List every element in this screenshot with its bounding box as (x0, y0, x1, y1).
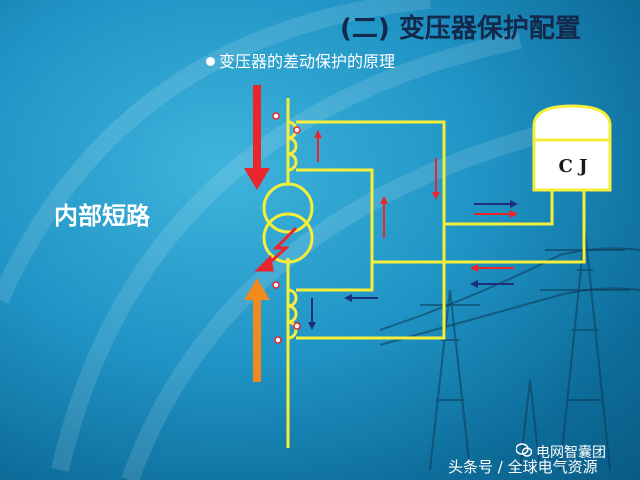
secondary-wiring (296, 120, 586, 340)
bullet-subtitle: 变压器的差动保护的原理 (206, 48, 395, 72)
subtitle-text: 变压器的差动保护的原理 (219, 52, 396, 71)
relay-icon (532, 104, 612, 192)
watermark-source: 头条号 / 全球电气资源 (448, 458, 598, 476)
secondary-current-arrows (308, 130, 518, 330)
primary-current-arrow (244, 85, 270, 190)
watermark-logo: 电网智囊团 (516, 442, 606, 462)
watermark-logo-text: 电网智囊团 (536, 445, 606, 461)
polarity-dot (272, 112, 280, 120)
polarity-dot (293, 126, 301, 134)
bullet-icon (206, 57, 215, 66)
fault-label: 内部短路 (54, 202, 150, 230)
wechat-icon (516, 443, 532, 457)
polarity-dot (293, 322, 301, 330)
fault-arrow-icon (254, 226, 298, 272)
primary-current-arrow (244, 278, 270, 382)
relay-label: C J (558, 156, 588, 177)
transformer-icon (262, 182, 314, 264)
polarity-dot (272, 281, 280, 289)
polarity-dot (274, 336, 282, 344)
current-transformer-coil-icon (287, 288, 298, 340)
page-title: (二) 变压器保护配置 (340, 14, 581, 44)
